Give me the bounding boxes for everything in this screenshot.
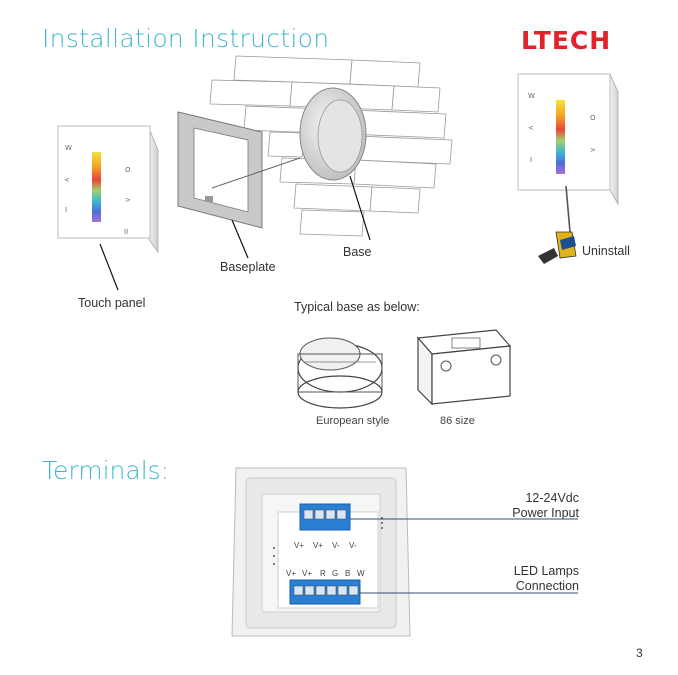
svg-text:O: O bbox=[590, 114, 596, 122]
touch-panel-right: W < I O > bbox=[517, 73, 619, 206]
touch-panel-label: Touch panel bbox=[78, 296, 146, 310]
bottom-terminal-label: W bbox=[357, 569, 365, 578]
led-connection-line1: LED Lamps bbox=[513, 564, 579, 578]
bottom-terminal-labels: V+ V+ R G B W bbox=[286, 569, 365, 578]
svg-text:W: W bbox=[65, 144, 72, 152]
led-connection-line2: Connection bbox=[515, 579, 579, 593]
bottom-terminal-label: V+ bbox=[286, 569, 296, 578]
svg-text:<: < bbox=[528, 124, 534, 132]
bottom-terminal-label: B bbox=[345, 569, 350, 578]
svg-text:I: I bbox=[65, 206, 67, 214]
terminals-back-panel bbox=[231, 467, 411, 637]
top-terminal-label: V- bbox=[332, 541, 340, 550]
terminals-title: Terminals: bbox=[42, 456, 170, 485]
uninstall-label: Uninstall bbox=[582, 244, 630, 258]
baseplate-label: Baseplate bbox=[220, 260, 276, 274]
base-label: Base bbox=[343, 245, 372, 259]
top-terminal-label: V+ bbox=[313, 541, 323, 550]
size-86-label: 86 size bbox=[440, 415, 475, 427]
page-title: Installation Instruction bbox=[42, 24, 330, 53]
svg-text:<: < bbox=[64, 176, 70, 184]
base-86 bbox=[416, 329, 512, 406]
top-terminal-label: V+ bbox=[294, 541, 304, 550]
page-number: 3 bbox=[636, 646, 643, 660]
power-input-line2: Power Input bbox=[512, 506, 579, 520]
svg-text:I: I bbox=[530, 156, 532, 164]
brand-logo: LTECH bbox=[521, 26, 612, 55]
baseplate bbox=[177, 111, 301, 259]
power-input-line1: 12-24Vdc bbox=[525, 491, 579, 505]
svg-text:O: O bbox=[125, 166, 131, 174]
svg-text:>: > bbox=[590, 146, 596, 154]
screwdriver bbox=[538, 185, 577, 264]
svg-text:II: II bbox=[124, 228, 128, 236]
bottom-terminal-label: G bbox=[332, 569, 338, 578]
terminal-callout-lines bbox=[350, 518, 578, 594]
touch-panel-left: W < I O > II bbox=[57, 125, 159, 291]
bottom-terminal-label: R bbox=[320, 569, 326, 578]
typical-base-caption: Typical base as below: bbox=[294, 300, 420, 314]
european-base bbox=[297, 337, 383, 409]
top-terminal-label: V- bbox=[349, 541, 357, 550]
european-style-label: European style bbox=[316, 415, 390, 427]
wall-base-box bbox=[299, 87, 371, 241]
bottom-terminal-label: V+ bbox=[302, 569, 312, 578]
svg-text:W: W bbox=[528, 92, 535, 100]
svg-text:>: > bbox=[125, 196, 131, 204]
top-terminal-labels: V+ V+ V- V- bbox=[294, 541, 357, 550]
